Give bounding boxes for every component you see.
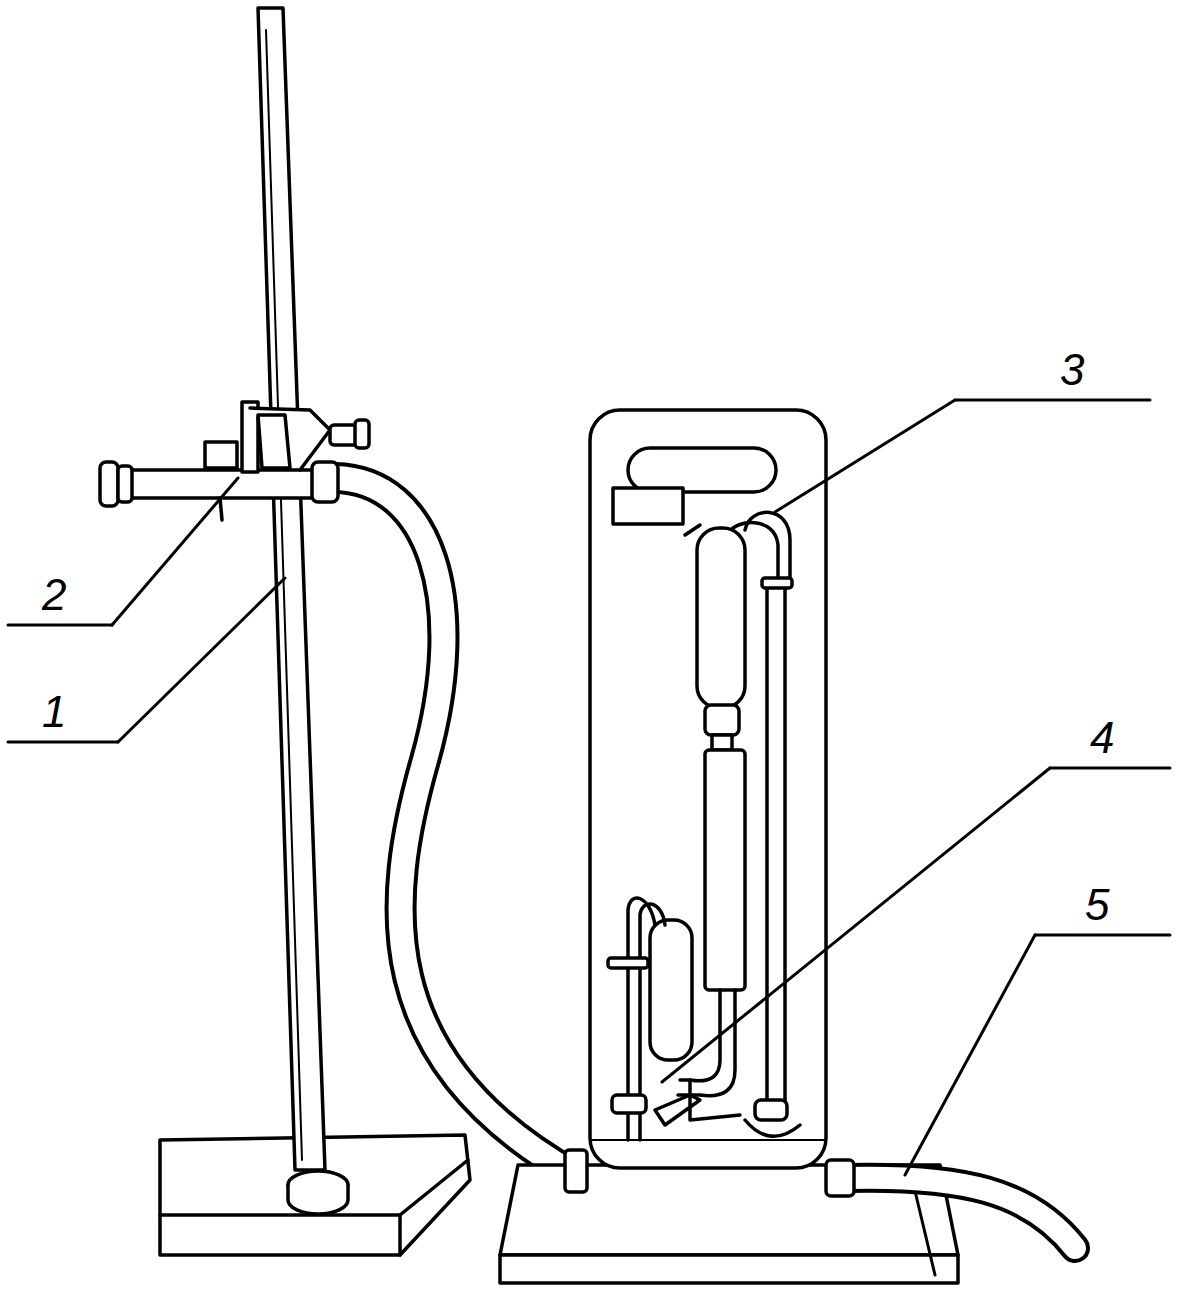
clamp-holder-part — [100, 462, 118, 506]
internal-glassware-part — [755, 1100, 787, 1120]
internal-glassware-part — [762, 578, 792, 588]
internal-glassware-part — [650, 920, 692, 1060]
leader-lines-part — [112, 478, 238, 625]
stand-rod — [258, 8, 348, 1214]
clamp-holder-part — [205, 442, 237, 468]
internal-glassware-part — [697, 528, 745, 708]
leader-lines-part — [8, 624, 112, 627]
callout-number: 3 — [1060, 348, 1084, 392]
leader-lines-part — [955, 399, 1150, 402]
stand-rod-part — [266, 30, 302, 1160]
callout-number: 1 — [42, 690, 66, 734]
stand-rod-part — [288, 1185, 348, 1214]
connecting-hose-part — [335, 478, 575, 1175]
outlet-hose-part — [845, 1178, 1075, 1248]
stand-base-part — [400, 1160, 468, 1215]
device-housing-part — [628, 448, 776, 492]
leader-lines-part — [1050, 767, 1170, 770]
connecting-hose — [335, 478, 575, 1175]
clamp-holder-part — [355, 420, 369, 448]
internal-glassware-part — [690, 1080, 740, 1120]
leader-lines-part — [775, 400, 955, 512]
clamp-holder-part — [118, 466, 132, 502]
internal-glassware-part — [705, 750, 745, 990]
internal-glassware-part — [685, 525, 700, 535]
stand-base-part — [398, 1215, 402, 1255]
outlet-hose-part — [826, 1160, 854, 1196]
stand-base-part — [160, 1213, 400, 1217]
leader-lines — [8, 400, 1170, 1175]
device-housing-part — [590, 1139, 826, 1141]
leader-lines-part — [1035, 934, 1170, 937]
device-housing-part — [613, 488, 683, 524]
clamp-holder-part — [220, 498, 222, 520]
internal-glassware-part — [745, 1120, 800, 1136]
callout-number: 4 — [1090, 716, 1114, 760]
device-housing — [590, 410, 826, 1168]
leader-lines-part — [118, 578, 285, 742]
device-base-part — [500, 1255, 958, 1283]
inlet-fitting-part — [565, 1150, 587, 1192]
clamp-holder-part — [312, 462, 338, 502]
internal-glassware-part — [612, 1095, 646, 1113]
callout-number: 5 — [1085, 883, 1109, 927]
internal-glassware-part — [712, 735, 732, 750]
internal-glassware — [608, 512, 800, 1140]
device-housing-part — [590, 410, 826, 1168]
leader-lines-part — [662, 768, 1050, 1082]
outlet-hose — [826, 1160, 1075, 1248]
leader-lines-part — [905, 935, 1035, 1175]
connecting-hose-part — [335, 478, 575, 1175]
outlet-hose-part — [845, 1178, 1075, 1248]
clamp-holder-part — [110, 470, 325, 498]
inlet-fitting — [565, 1150, 587, 1192]
stand-rod-part — [258, 8, 325, 1170]
callout-number: 2 — [42, 573, 66, 617]
clamp-holder-part — [258, 415, 290, 468]
internal-glassware-part — [608, 958, 648, 968]
internal-glassware-part — [767, 582, 785, 1112]
clamp-holder — [100, 402, 369, 520]
internal-glassware-part — [705, 705, 739, 735]
leader-lines-part — [8, 741, 118, 744]
